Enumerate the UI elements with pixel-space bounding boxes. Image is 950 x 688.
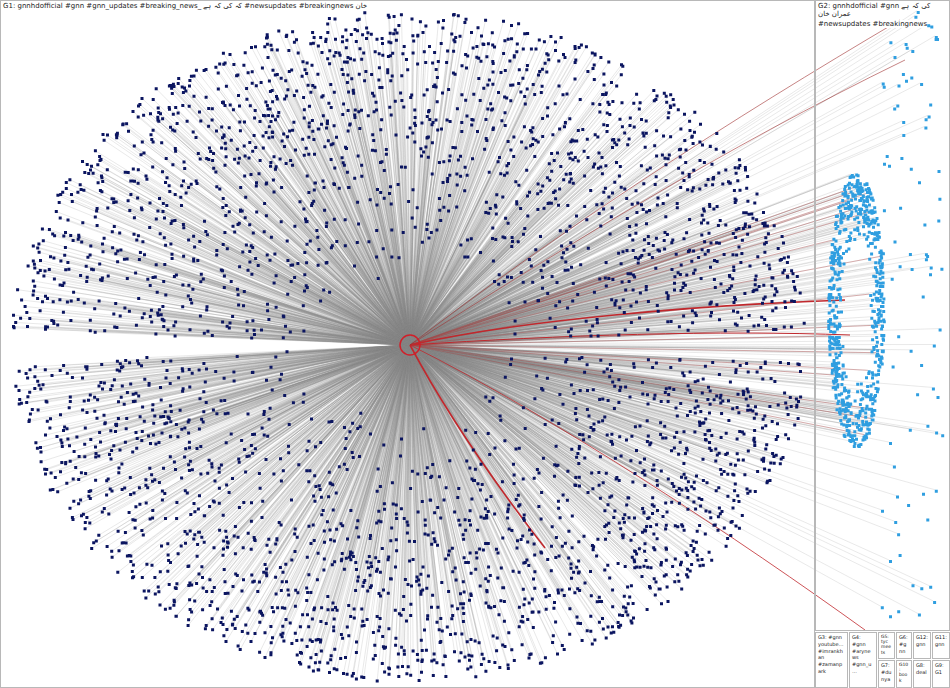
red-edge [410,333,850,345]
group-label: G8: deal [916,662,927,675]
hub-highlight [400,335,420,355]
group-panel: G1: gnnhdofficial #gnn #gnn_updates #bre… [0,0,815,688]
vertex-dots-light [827,11,944,618]
group-label: G11: gnn [935,634,947,647]
red-edge [410,20,900,345]
group-label: #newsupdates #breakingnews [818,20,927,28]
group-box: G3: #gnn youtube… #imrankhan #zamanpark [815,632,848,688]
edge-lines [14,11,942,681]
group-box: G10: book [896,660,912,688]
group-box: G7: #dunya [878,660,895,688]
group-label: G1: gnnhdofficial #gnn #gnn_updates #bre… [3,2,367,10]
group-label: G7: #dunya [881,662,892,682]
group-label: G2: gnnhdofficial #gnn کی کہ ہے عمران خا… [818,2,930,18]
red-edge [410,300,845,345]
group-box: G12: gnn [913,632,931,659]
group-box: G11: gnn [932,632,950,659]
group-box: G6: #gnn [896,632,912,659]
group-box: G5: tyc meets [878,632,895,659]
group-label: G9: G1 [935,662,944,675]
group-panel: G2: gnnhdofficial #gnn کی کہ ہے عمران خا… [815,0,950,631]
vertex-dots [12,11,806,682]
group-box: G8: deal [913,660,931,688]
red-edge [410,345,865,630]
group-box: G9: G1 [932,660,950,688]
group-label: G6: #gnn [899,634,908,654]
group-label: G5: tyc meets [881,634,891,655]
group-label: G10: book [899,662,908,683]
group-label: G3: #gnn youtube… #imrankhan #zamanpark [818,634,844,674]
group-label: G12: gnn [916,634,928,647]
group-label: G4: #gnn #arynews #gnn_u… [852,634,871,674]
group-box: G4: #gnn #arynews #gnn_u… [849,632,877,688]
